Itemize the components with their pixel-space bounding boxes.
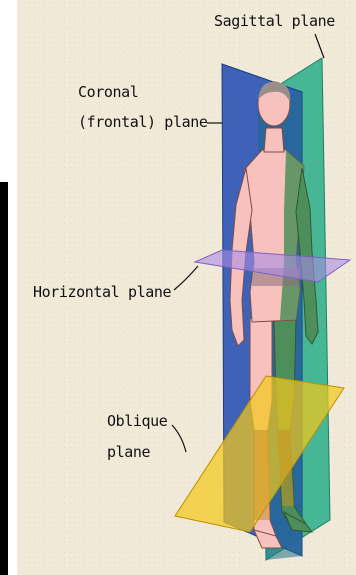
sagittal-plane-label: Sagittal plane [214,12,335,31]
horizontal-plane-label: Horizontal plane [33,283,171,302]
neck [264,128,284,152]
coronal-plane-label-line1: Coronal [78,83,138,102]
coronal-plane-label-line2: (frontal) plane [78,113,207,132]
oblique-plane-label-line2: plane [107,443,150,462]
sagittal-leader-line [315,34,324,58]
oblique-plane-label-line1: Oblique [107,412,167,431]
oblique-leader-line [172,425,186,452]
horizontal-leader-line [174,266,198,290]
